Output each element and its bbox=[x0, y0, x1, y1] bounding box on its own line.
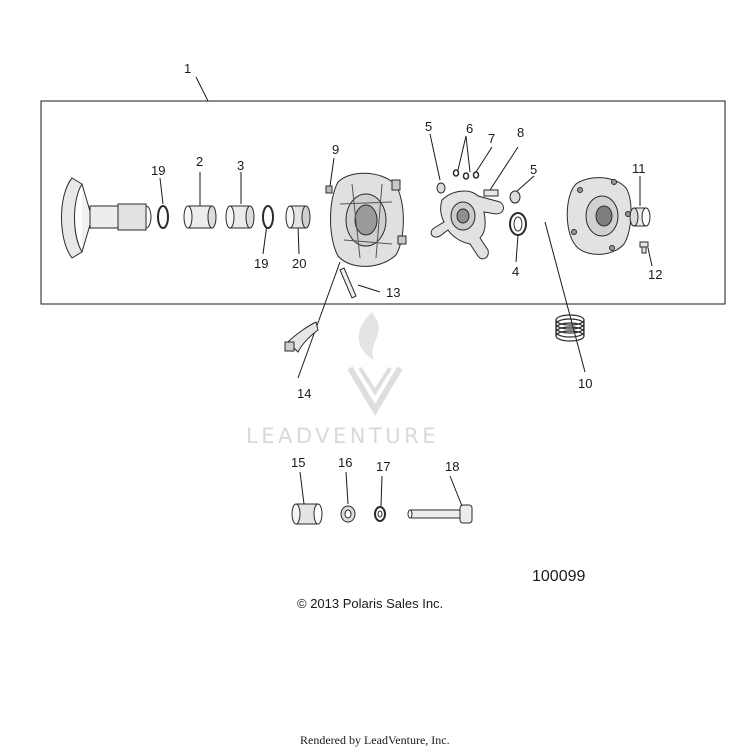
bushing-3 bbox=[225, 205, 255, 229]
footer-rendered-by: Rendered by LeadVenture, Inc. bbox=[300, 733, 450, 747]
callout-11: 11 bbox=[632, 161, 646, 176]
callout-2: 2 bbox=[196, 154, 203, 169]
callout-12: 12 bbox=[648, 267, 662, 282]
leader-lines bbox=[159, 76, 653, 379]
document-number: 100099 bbox=[532, 568, 586, 585]
leadventure-logo bbox=[347, 312, 403, 416]
clutch-housing bbox=[330, 172, 407, 267]
weight-14 bbox=[284, 321, 319, 353]
bushing-15 bbox=[291, 503, 323, 525]
callout-1: 1 bbox=[184, 61, 191, 76]
bushing-11 bbox=[629, 207, 651, 227]
callout-4: 4 bbox=[512, 264, 519, 279]
callout-5-right: 5 bbox=[530, 162, 537, 177]
bolt-18 bbox=[407, 504, 473, 524]
callout-14: 14 bbox=[297, 386, 311, 401]
spring-10 bbox=[555, 314, 585, 342]
roller-5-right bbox=[509, 190, 521, 204]
spider bbox=[430, 190, 504, 260]
callout-15: 15 bbox=[291, 455, 305, 470]
clutch-cover bbox=[566, 177, 632, 255]
callout-18: 18 bbox=[445, 459, 459, 474]
roller-5-left bbox=[436, 182, 446, 194]
lower-leaders bbox=[299, 471, 463, 507]
callout-10: 10 bbox=[578, 376, 592, 391]
callout-20: 20 bbox=[292, 256, 306, 271]
callout-7: 7 bbox=[488, 131, 495, 146]
callout-8: 8 bbox=[517, 125, 524, 140]
callout-13: 13 bbox=[386, 285, 400, 300]
callout-19-left: 19 bbox=[151, 163, 165, 178]
pin-13 bbox=[339, 267, 357, 299]
callout-3: 3 bbox=[237, 158, 244, 173]
callout-6: 6 bbox=[466, 121, 473, 136]
movable-sheave bbox=[61, 177, 152, 259]
bushing-20 bbox=[285, 205, 311, 229]
pin-8 bbox=[483, 189, 499, 197]
washer-16 bbox=[340, 505, 356, 523]
copyright-text: © 2013 Polaris Sales Inc. bbox=[297, 596, 444, 611]
watermark-text: LEADVENTURE bbox=[246, 424, 440, 448]
assembly-frame bbox=[40, 100, 726, 305]
callout-16: 16 bbox=[338, 455, 352, 470]
callout-9: 9 bbox=[332, 142, 339, 157]
bushing-2 bbox=[183, 205, 217, 229]
pin-9 bbox=[325, 185, 333, 194]
ring-19-right bbox=[262, 205, 274, 229]
ring-19-left bbox=[157, 205, 169, 229]
washers-6 bbox=[452, 169, 480, 180]
callout-19-right: 19 bbox=[254, 256, 268, 271]
washer-17 bbox=[374, 506, 386, 522]
callout-17: 17 bbox=[376, 459, 390, 474]
callouts: 1 2 3 19 19 20 9 13 14 5 6 7 8 5 4 11 12… bbox=[151, 61, 662, 474]
seal-4 bbox=[509, 212, 527, 236]
screw-12 bbox=[639, 241, 649, 254]
callout-5-left: 5 bbox=[425, 119, 432, 134]
